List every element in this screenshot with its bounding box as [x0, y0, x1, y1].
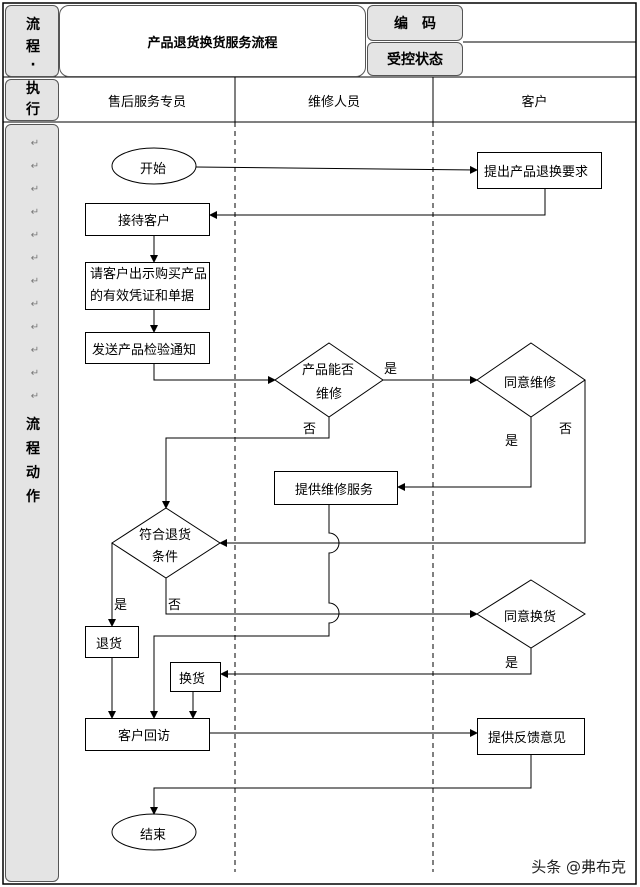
code-label: 编 码	[367, 5, 463, 41]
exec-cell	[5, 79, 59, 121]
watermark: 头条 @弗布克	[531, 858, 626, 876]
side-char-3: ·	[30, 57, 36, 73]
return-mark: ↵	[30, 391, 40, 402]
side-char-1: 流	[26, 17, 40, 33]
feedback-node: 提供反馈意见	[477, 718, 585, 755]
status-label: 受控状态	[367, 42, 463, 76]
repairable-yes-label: 是	[384, 362, 398, 377]
agree-repair-yes-label: 是	[505, 434, 519, 449]
return-ok-no-label: 否	[168, 598, 182, 613]
repair-service-node: 提供维修服务	[274, 471, 398, 505]
request-node: 提出产品退换要求	[477, 152, 602, 189]
title-cell	[59, 5, 366, 77]
return-mark: ↵	[30, 207, 40, 218]
return-mark: ↵	[30, 230, 40, 241]
page-title: 产品退货换货服务流程	[147, 36, 278, 51]
refund-node: 退货	[85, 626, 139, 658]
action-char-2: 程	[26, 441, 40, 457]
code-value-cell	[464, 5, 634, 41]
return-mark: ↵	[30, 253, 40, 264]
follow-up-node: 客户回访	[85, 718, 210, 751]
repairable-line-2: 维修	[316, 387, 343, 402]
return-ok-line-1: 符合退货	[139, 528, 192, 543]
end-node: 结束	[140, 828, 167, 843]
show-proof-line-2: 的有效凭证和单据	[90, 289, 195, 304]
send-inspection-node: 发送产品检验通知	[85, 332, 210, 364]
start-node: 开始	[140, 162, 167, 177]
action-column	[5, 124, 59, 882]
return-ok-yes-label: 是	[114, 598, 128, 613]
reception-node: 接待客户	[85, 203, 210, 236]
show-proof-node: 请客户出示购买产品 的有效凭证和单据	[85, 262, 210, 310]
exchange-node: 换货	[170, 662, 221, 692]
return-mark: ↵	[30, 345, 40, 356]
repairable-line-1: 产品能否	[302, 363, 355, 378]
return-mark: ↵	[30, 322, 40, 333]
lane-header-service: 售后服务专员	[107, 95, 186, 110]
header-left-cell	[5, 5, 59, 77]
return-mark: ↵	[30, 161, 40, 172]
repairable-diamond	[274, 342, 384, 418]
lane-header-repair: 维修人员	[307, 95, 360, 110]
action-char-4: 作	[26, 489, 40, 505]
show-proof-line-1: 请客户出示购买产品	[90, 267, 208, 282]
lane-header-customer: 客户	[521, 95, 548, 110]
agree-repair-label: 同意维修	[504, 376, 557, 391]
agree-exchange-yes-label: 是	[505, 656, 519, 671]
side-char-2: 程	[26, 39, 40, 55]
status-value-cell	[464, 43, 634, 76]
return-mark: ↵	[30, 299, 40, 310]
return-mark: ↵	[30, 368, 40, 379]
return-ok-diamond	[111, 507, 221, 579]
return-ok-line-2: 条件	[152, 550, 179, 565]
repairable-no-label: 否	[303, 422, 317, 437]
exec-char-2: 行	[26, 102, 40, 118]
return-mark: ↵	[30, 276, 40, 287]
return-mark: ↵	[30, 138, 40, 149]
action-char-3: 动	[26, 465, 40, 481]
agree-repair-no-label: 否	[559, 422, 573, 437]
action-char-1: 流	[26, 417, 40, 433]
exec-char-1: 执	[26, 81, 40, 97]
return-mark: ↵	[30, 184, 40, 195]
agree-exchange-label: 同意换货	[504, 610, 557, 625]
start-ellipse	[111, 147, 197, 185]
